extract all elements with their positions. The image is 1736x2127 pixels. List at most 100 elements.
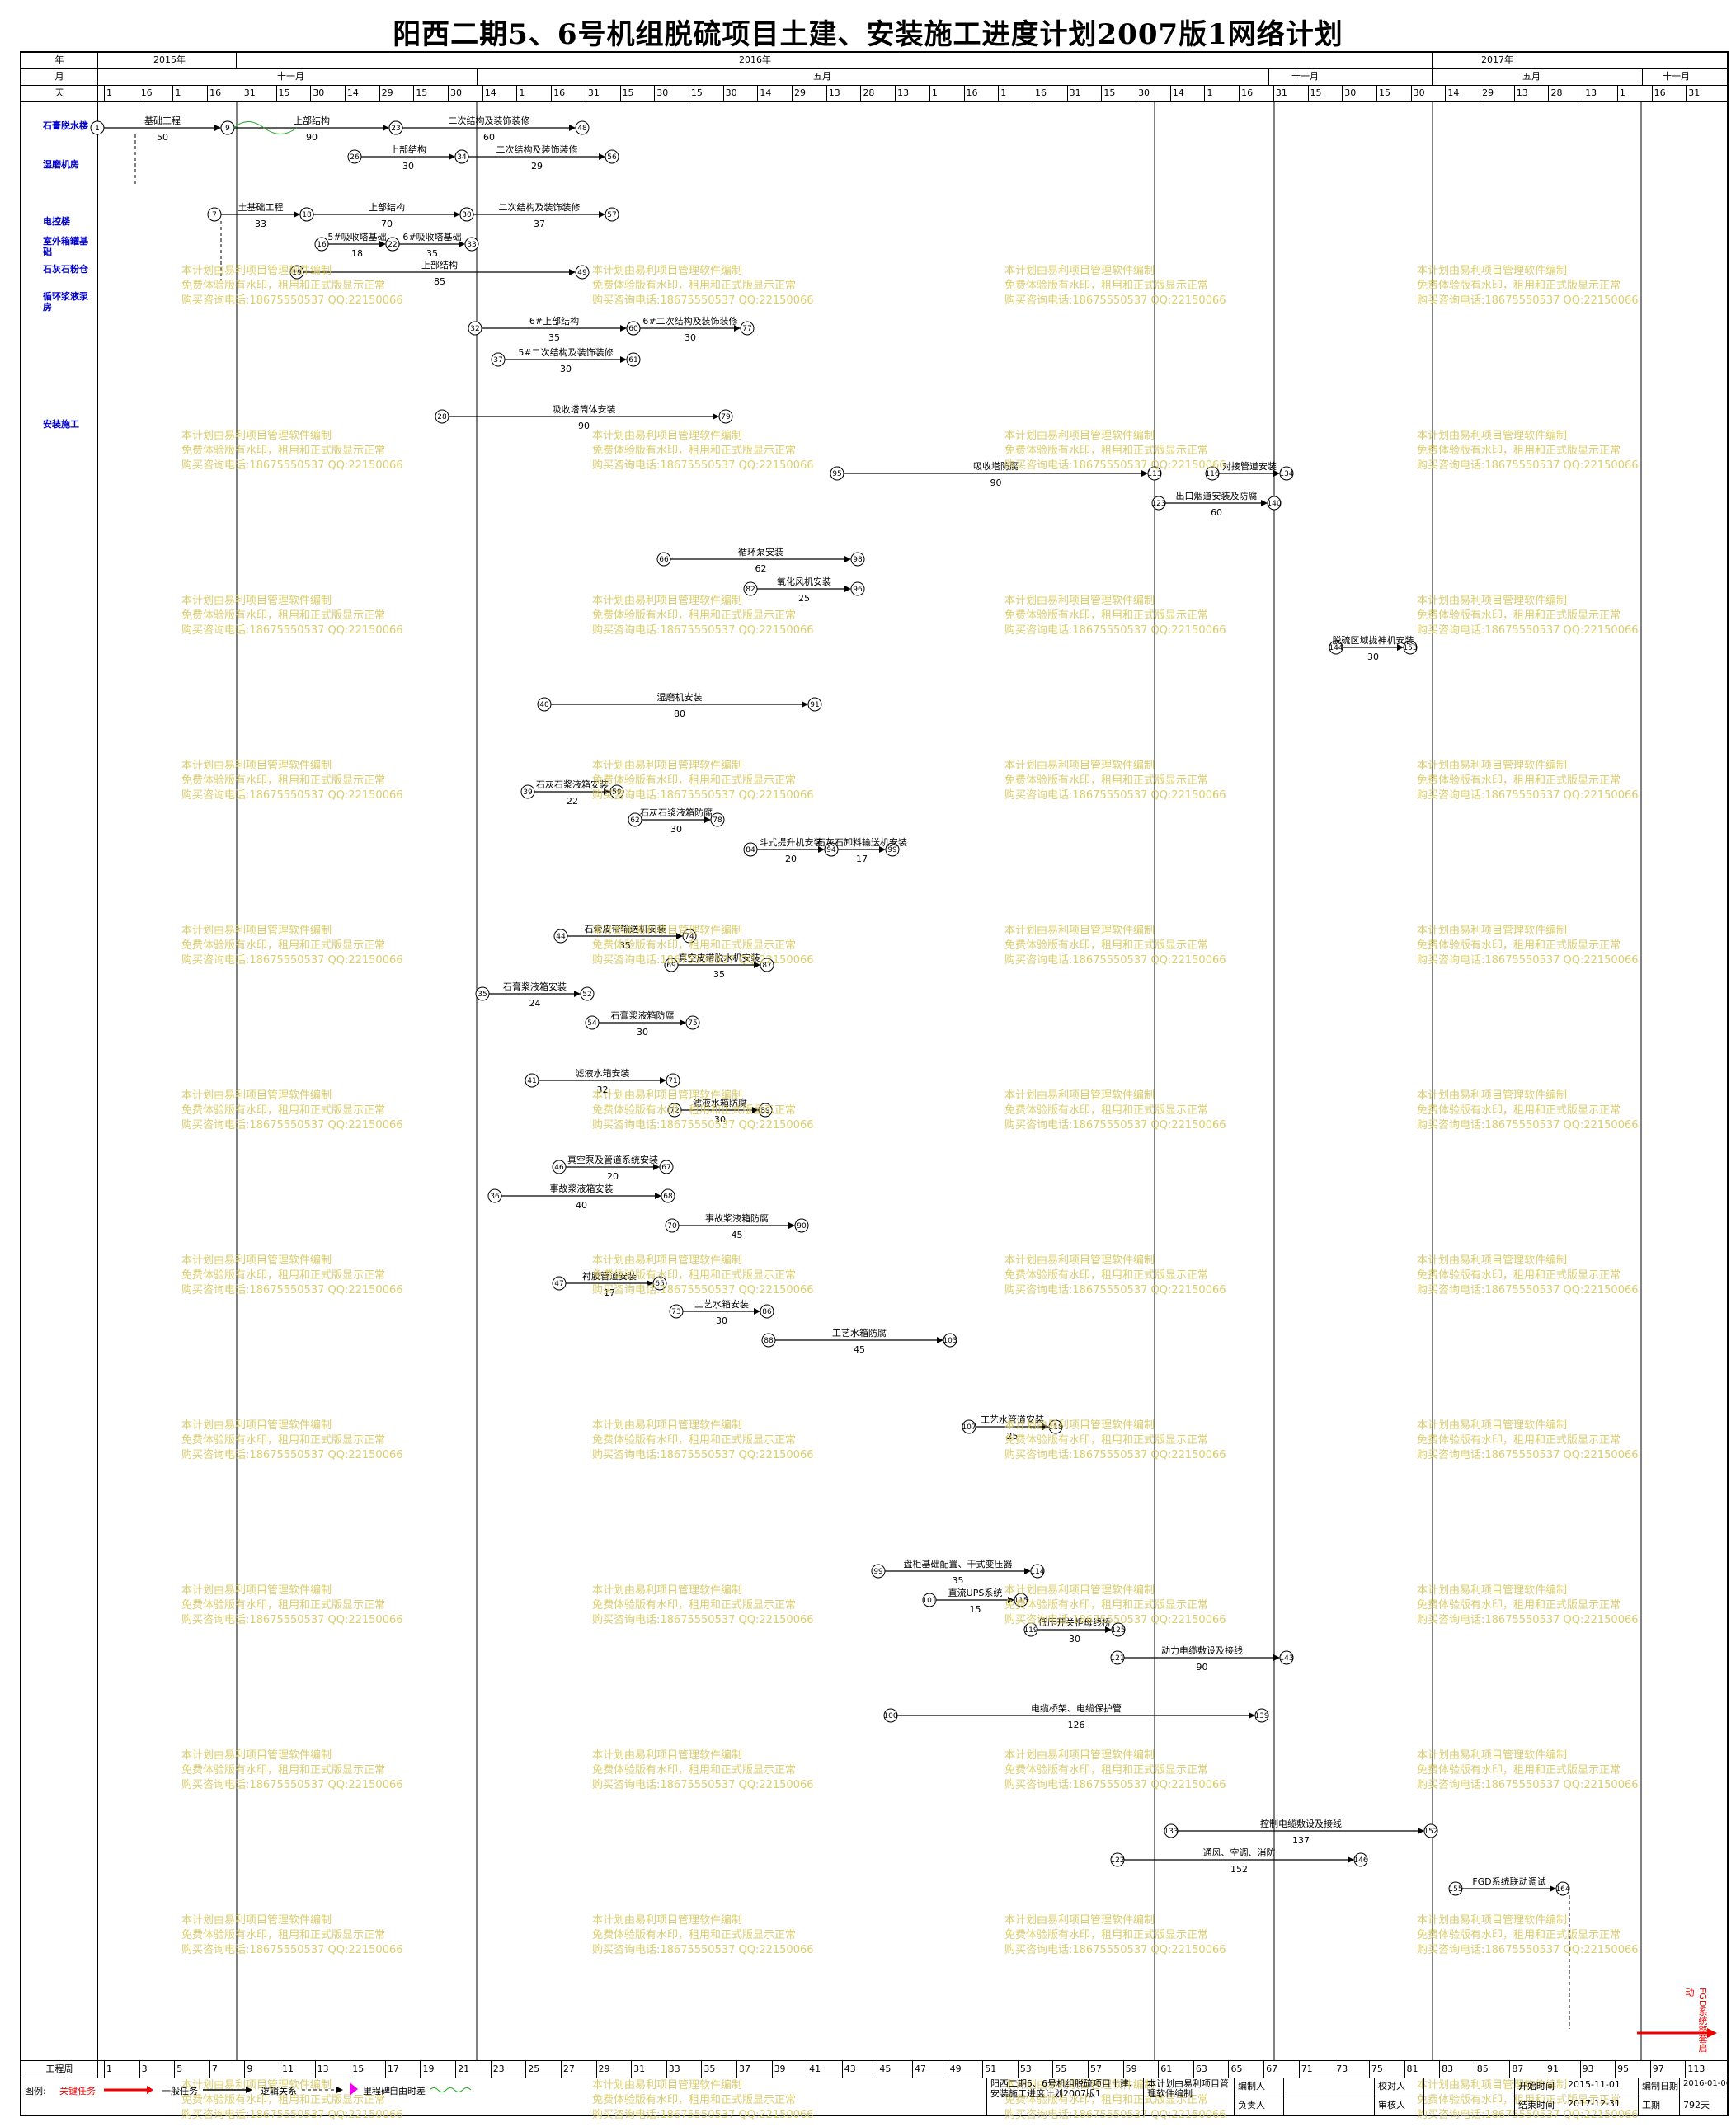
week-tick: 17 bbox=[384, 2061, 399, 2078]
watermark: 本计划由易利项目管理软件编制免费体验版有水印，租用和正式版显示正常购买咨询电话:… bbox=[1417, 594, 1639, 638]
task-duration: 50 bbox=[157, 132, 168, 143]
watermark-line: 购买咨询电话:18675550537 QQ:22150066 bbox=[592, 1449, 814, 1461]
watermark-line: 购买咨询电话:18675550537 QQ:22150066 bbox=[1004, 459, 1226, 472]
arrow-head bbox=[653, 1164, 660, 1170]
critical-arrow-head bbox=[1707, 2028, 1717, 2038]
watermark-line: 免费体验版有水印，租用和正式版显示正常 bbox=[1004, 1269, 1209, 1282]
watermark-line: 本计划由易利项目管理软件编制 bbox=[181, 1914, 332, 1927]
task-duration: 32 bbox=[597, 1085, 609, 1095]
arrow-head bbox=[294, 211, 300, 218]
watermark-line: 免费体验版有水印，租用和正式版显示正常 bbox=[1004, 609, 1209, 622]
node-number: 133 bbox=[1164, 1828, 1178, 1836]
task-label: 工艺水箱防腐 bbox=[832, 1327, 887, 1339]
node-number: 19 bbox=[292, 269, 302, 277]
legend-logic: 逻辑关系 bbox=[261, 2086, 297, 2096]
week-tick: 59 bbox=[1122, 2061, 1137, 2078]
node-number: 155 bbox=[1448, 1885, 1462, 1894]
info-start-label: 开始时间 bbox=[1515, 2078, 1564, 2096]
node-circle bbox=[1423, 1823, 1438, 1838]
watermark-line: 免费体验版有水印，租用和正式版显示正常 bbox=[1417, 445, 1621, 457]
node-circle bbox=[388, 120, 403, 135]
arrow-head bbox=[454, 211, 460, 218]
node-number: 82 bbox=[746, 586, 755, 594]
watermark-line: 免费体验版有水印，租用和正式版显示正常 bbox=[1417, 1269, 1621, 1282]
node-circle bbox=[1110, 1852, 1125, 1867]
node-number: 49 bbox=[577, 269, 587, 277]
month-label-2: 五月 bbox=[813, 71, 831, 82]
week-tick: 41 bbox=[807, 2061, 821, 2078]
watermark-line: 购买咨询电话:18675550537 QQ:22150066 bbox=[181, 1944, 403, 1956]
watermark-line: 本计划由易利项目管理软件编制 bbox=[181, 595, 332, 607]
arrow-head bbox=[1550, 1885, 1556, 1892]
task-duration: 137 bbox=[1292, 1835, 1310, 1846]
task-label: 吸收塔筒体安装 bbox=[553, 403, 616, 415]
day-tick: 13 bbox=[1583, 85, 1597, 101]
node-number: 74 bbox=[685, 933, 694, 941]
task-label: 电缆桥架、电缆保护管 bbox=[1031, 1702, 1122, 1714]
watermark-line: 本计划由易利项目管理软件编制 bbox=[592, 760, 743, 772]
node-number: 101 bbox=[922, 1597, 936, 1605]
watermark: 本计划由易利项目管理软件编制免费体验版有水印，租用和正式版显示正常购买咨询电话:… bbox=[181, 924, 403, 968]
info-table: 阳西二期5、6号机组脱硫项目土建、安装施工进度计划2007版1 本计划由易利项目… bbox=[986, 2078, 1728, 2115]
task-label: 滤液水箱防腐 bbox=[693, 1097, 747, 1108]
info-checker-label: 校对人 bbox=[1375, 2078, 1424, 2096]
node-circle bbox=[207, 207, 222, 222]
node-circle bbox=[580, 986, 595, 1001]
watermark-line: 免费体验版有水印，租用和正式版显示正常 bbox=[592, 1104, 797, 1117]
day-tick: 16 bbox=[963, 85, 978, 101]
watermark-line: 购买咨询电话:18675550537 QQ:22150066 bbox=[181, 789, 403, 802]
node-circle bbox=[1403, 640, 1418, 655]
watermark: 本计划由易利项目管理软件编制免费体验版有水印，租用和正式版显示正常购买咨询电话:… bbox=[1004, 1254, 1226, 1298]
task-label: 直流UPS系统 bbox=[948, 1587, 1003, 1598]
watermark-line: 免费体验版有水印，租用和正式版显示正常 bbox=[181, 1764, 386, 1776]
legend-critical-arrow bbox=[104, 2086, 153, 2094]
task-duration: 20 bbox=[785, 854, 797, 864]
watermark-line: 免费体验版有水印，租用和正式版显示正常 bbox=[592, 1269, 797, 1282]
task-duration: 30 bbox=[1069, 1634, 1080, 1645]
node-number: 41 bbox=[527, 1077, 536, 1085]
milestone-icon bbox=[350, 2082, 358, 2096]
task-label: 5#二次结构及装饰装修 bbox=[518, 346, 613, 358]
week-tick: 15 bbox=[350, 2061, 364, 2078]
task-duration: 30 bbox=[637, 1027, 648, 1038]
node-circle bbox=[1279, 1650, 1294, 1665]
watermark-line: 购买咨询电话:18675550537 QQ:22150066 bbox=[1417, 459, 1639, 472]
month-label-5: 十一月 bbox=[1663, 71, 1690, 82]
day-tick: 14 bbox=[1169, 85, 1184, 101]
legend-normal-arrow bbox=[203, 2087, 252, 2093]
node-circle bbox=[1110, 1650, 1125, 1665]
arrow-head bbox=[1418, 1828, 1424, 1834]
watermark-line: 购买咨询电话:18675550537 QQ:22150066 bbox=[592, 789, 814, 802]
day-tick: 30 bbox=[654, 85, 668, 101]
node-circle bbox=[299, 207, 314, 222]
node-number: 9 bbox=[225, 125, 230, 133]
watermark-line: 本计划由易利项目管理软件编制 bbox=[1004, 1584, 1155, 1597]
task-duration: 30 bbox=[685, 332, 696, 343]
watermark: 本计划由易利项目管理软件编制免费体验版有水印，租用和正式版显示正常购买咨询电话:… bbox=[181, 1913, 403, 1958]
watermark-line: 购买咨询电话:18675550537 QQ:22150066 bbox=[592, 294, 814, 307]
task-duration: 30 bbox=[716, 1315, 727, 1326]
watermark-line: 本计划由易利项目管理软件编制 bbox=[1004, 1089, 1155, 1102]
task-label: 滤液水箱安装 bbox=[576, 1067, 630, 1079]
watermark-line: 本计划由易利项目管理软件编制 bbox=[1417, 1914, 1568, 1927]
watermark-line: 免费体验版有水印，租用和正式版显示正常 bbox=[592, 1434, 797, 1447]
task-label: 低压开关柜母线桥 bbox=[1038, 1616, 1111, 1628]
watermark: 本计划由易利项目管理软件编制免费体验版有水印，租用和正式版显示正常购买咨询电话:… bbox=[1417, 1089, 1639, 1133]
week-tick: 67 bbox=[1263, 2061, 1277, 2078]
watermark: 本计划由易利项目管理软件编制免费体验版有水印，租用和正式版显示正常购买咨询电话:… bbox=[181, 759, 403, 803]
legend-milestone: 里程碑 bbox=[363, 2086, 390, 2096]
node-circle bbox=[475, 986, 490, 1001]
watermark-line: 免费体验版有水印，租用和正式版显示正常 bbox=[181, 1434, 386, 1447]
node-number: 100 bbox=[883, 1712, 897, 1720]
week-tick: 51 bbox=[982, 2061, 996, 2078]
node-circle bbox=[1353, 1852, 1368, 1867]
node-circle bbox=[1329, 640, 1343, 655]
node-circle bbox=[626, 352, 641, 367]
node-circle bbox=[1279, 466, 1294, 481]
year-label-2017: 2017年 bbox=[1481, 54, 1513, 65]
node-circle bbox=[743, 842, 758, 857]
watermark-line: 本计划由易利项目管理软件编制 bbox=[1417, 1254, 1568, 1267]
node-circle bbox=[682, 929, 697, 944]
watermark-line: 免费体验版有水印，租用和正式版显示正常 bbox=[181, 280, 386, 292]
watermark-line: 购买咨询电话:18675550537 QQ:22150066 bbox=[181, 1449, 403, 1461]
